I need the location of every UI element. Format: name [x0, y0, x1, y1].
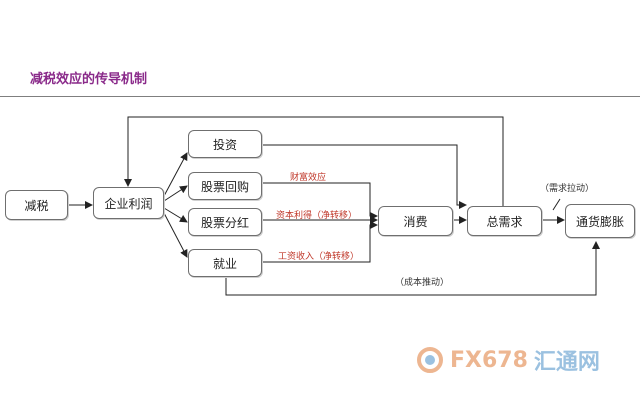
title-divider	[0, 96, 640, 97]
label-chengben-tuidong: （成本推动）	[395, 278, 450, 288]
watermark-brand: FX678	[450, 347, 528, 373]
node-xiaofei: 消费	[378, 206, 453, 236]
node-tonghuo-pengzhang: 通货膨胀	[565, 204, 635, 238]
edge-qiye-to-touzi	[163, 152, 188, 197]
edge-qiye-to-jiuye	[163, 212, 188, 258]
edge-jiuye-to-tonghuo	[225, 241, 600, 296]
edge-jiuye-to-xiaofei	[262, 221, 378, 263]
node-qiye-lirun: 企业利润	[93, 187, 164, 219]
node-zong-xuqiu: 总需求	[467, 206, 542, 236]
edge-qiye-to-fenhong	[163, 207, 188, 223]
label-caifu-xiaoying: 财富效应	[290, 173, 327, 183]
node-touzi: 投资	[188, 130, 262, 158]
label-ziben-lide: 资本利得（净转移）	[276, 211, 358, 221]
label-xuqiu-ladong: （需求拉动）	[540, 184, 595, 194]
demand-pull-tick	[552, 198, 561, 211]
node-jiuye: 就业	[188, 249, 262, 277]
diagram-title: 减税效应的传导机制	[30, 72, 148, 87]
node-gupiao-huigou: 股票回购	[188, 172, 262, 200]
edge-qiye-to-huigou	[163, 185, 188, 202]
label-gongzi-shouru: 工资收入（净转移）	[278, 252, 360, 262]
watermark: FX678 汇通网	[416, 344, 600, 376]
edge-touzi-to-zongxuqiu	[262, 144, 467, 209]
node-gupiao-fenhong: 股票分红	[188, 208, 262, 236]
edge-zongxuqiu-to-qiye	[124, 116, 504, 209]
watermark-logo-icon	[417, 347, 443, 373]
watermark-brand-cn: 汇通网	[533, 350, 600, 375]
node-jianshui: 减税	[5, 190, 68, 220]
